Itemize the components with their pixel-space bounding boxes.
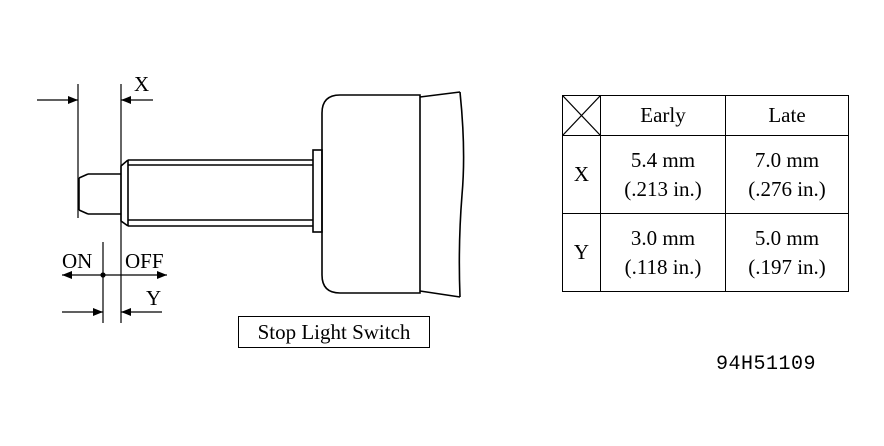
off-arrow xyxy=(157,271,167,279)
diagonal-cross-icon xyxy=(563,96,600,135)
cell-mm: 5.0 mm xyxy=(754,226,820,251)
on-off-dimension xyxy=(62,232,167,323)
y-label: Y xyxy=(146,286,162,310)
on-arrow xyxy=(62,271,72,279)
cell-y-late: 5.0 mm (.197 in.) xyxy=(725,213,849,292)
pivot-dot xyxy=(100,272,106,278)
cell-in: (.213 in.) xyxy=(624,176,702,201)
switch-collar xyxy=(312,149,323,233)
figure-code: 94H51109 xyxy=(716,353,817,376)
header-late: Late xyxy=(725,95,849,136)
spec-table: Early Late X 5.4 mm (.213 in.) 7.0 mm (.… xyxy=(562,95,849,292)
x-arrow-left xyxy=(68,96,78,104)
x-dimension xyxy=(37,84,153,232)
caption-text: Stop Light Switch xyxy=(257,319,411,344)
table-row: Y 3.0 mm (.118 in.) 5.0 mm (.197 in.) xyxy=(562,213,849,292)
y-arrow-left xyxy=(93,308,103,316)
table-header-row: Early Late xyxy=(562,95,849,136)
off-label: OFF xyxy=(125,249,164,273)
threaded-shaft xyxy=(120,159,313,227)
cell-mm: 5.4 mm xyxy=(630,148,696,173)
plunger xyxy=(78,173,121,215)
corner-cell xyxy=(562,95,601,136)
y-arrow-right xyxy=(121,308,131,316)
cell-y-early: 3.0 mm (.118 in.) xyxy=(600,213,726,292)
cell-in: (.197 in.) xyxy=(748,254,826,279)
table-row: X 5.4 mm (.213 in.) 7.0 mm (.276 in.) xyxy=(562,135,849,214)
row-label: Y xyxy=(562,213,601,292)
caption-box: Stop Light Switch xyxy=(238,316,430,348)
cell-x-late: 7.0 mm (.276 in.) xyxy=(725,135,849,214)
cell-in: (.118 in.) xyxy=(624,254,702,279)
x-label: X xyxy=(134,72,150,96)
x-arrow-right xyxy=(121,96,131,104)
cell-x-early: 5.4 mm (.213 in.) xyxy=(600,135,726,214)
header-early: Early xyxy=(600,95,726,136)
on-label: ON xyxy=(62,249,93,273)
row-label: X xyxy=(562,135,601,214)
cell-mm: 7.0 mm xyxy=(754,148,820,173)
cell-mm: 3.0 mm xyxy=(630,226,696,251)
switch-body xyxy=(321,91,465,298)
cell-in: (.276 in.) xyxy=(748,176,826,201)
